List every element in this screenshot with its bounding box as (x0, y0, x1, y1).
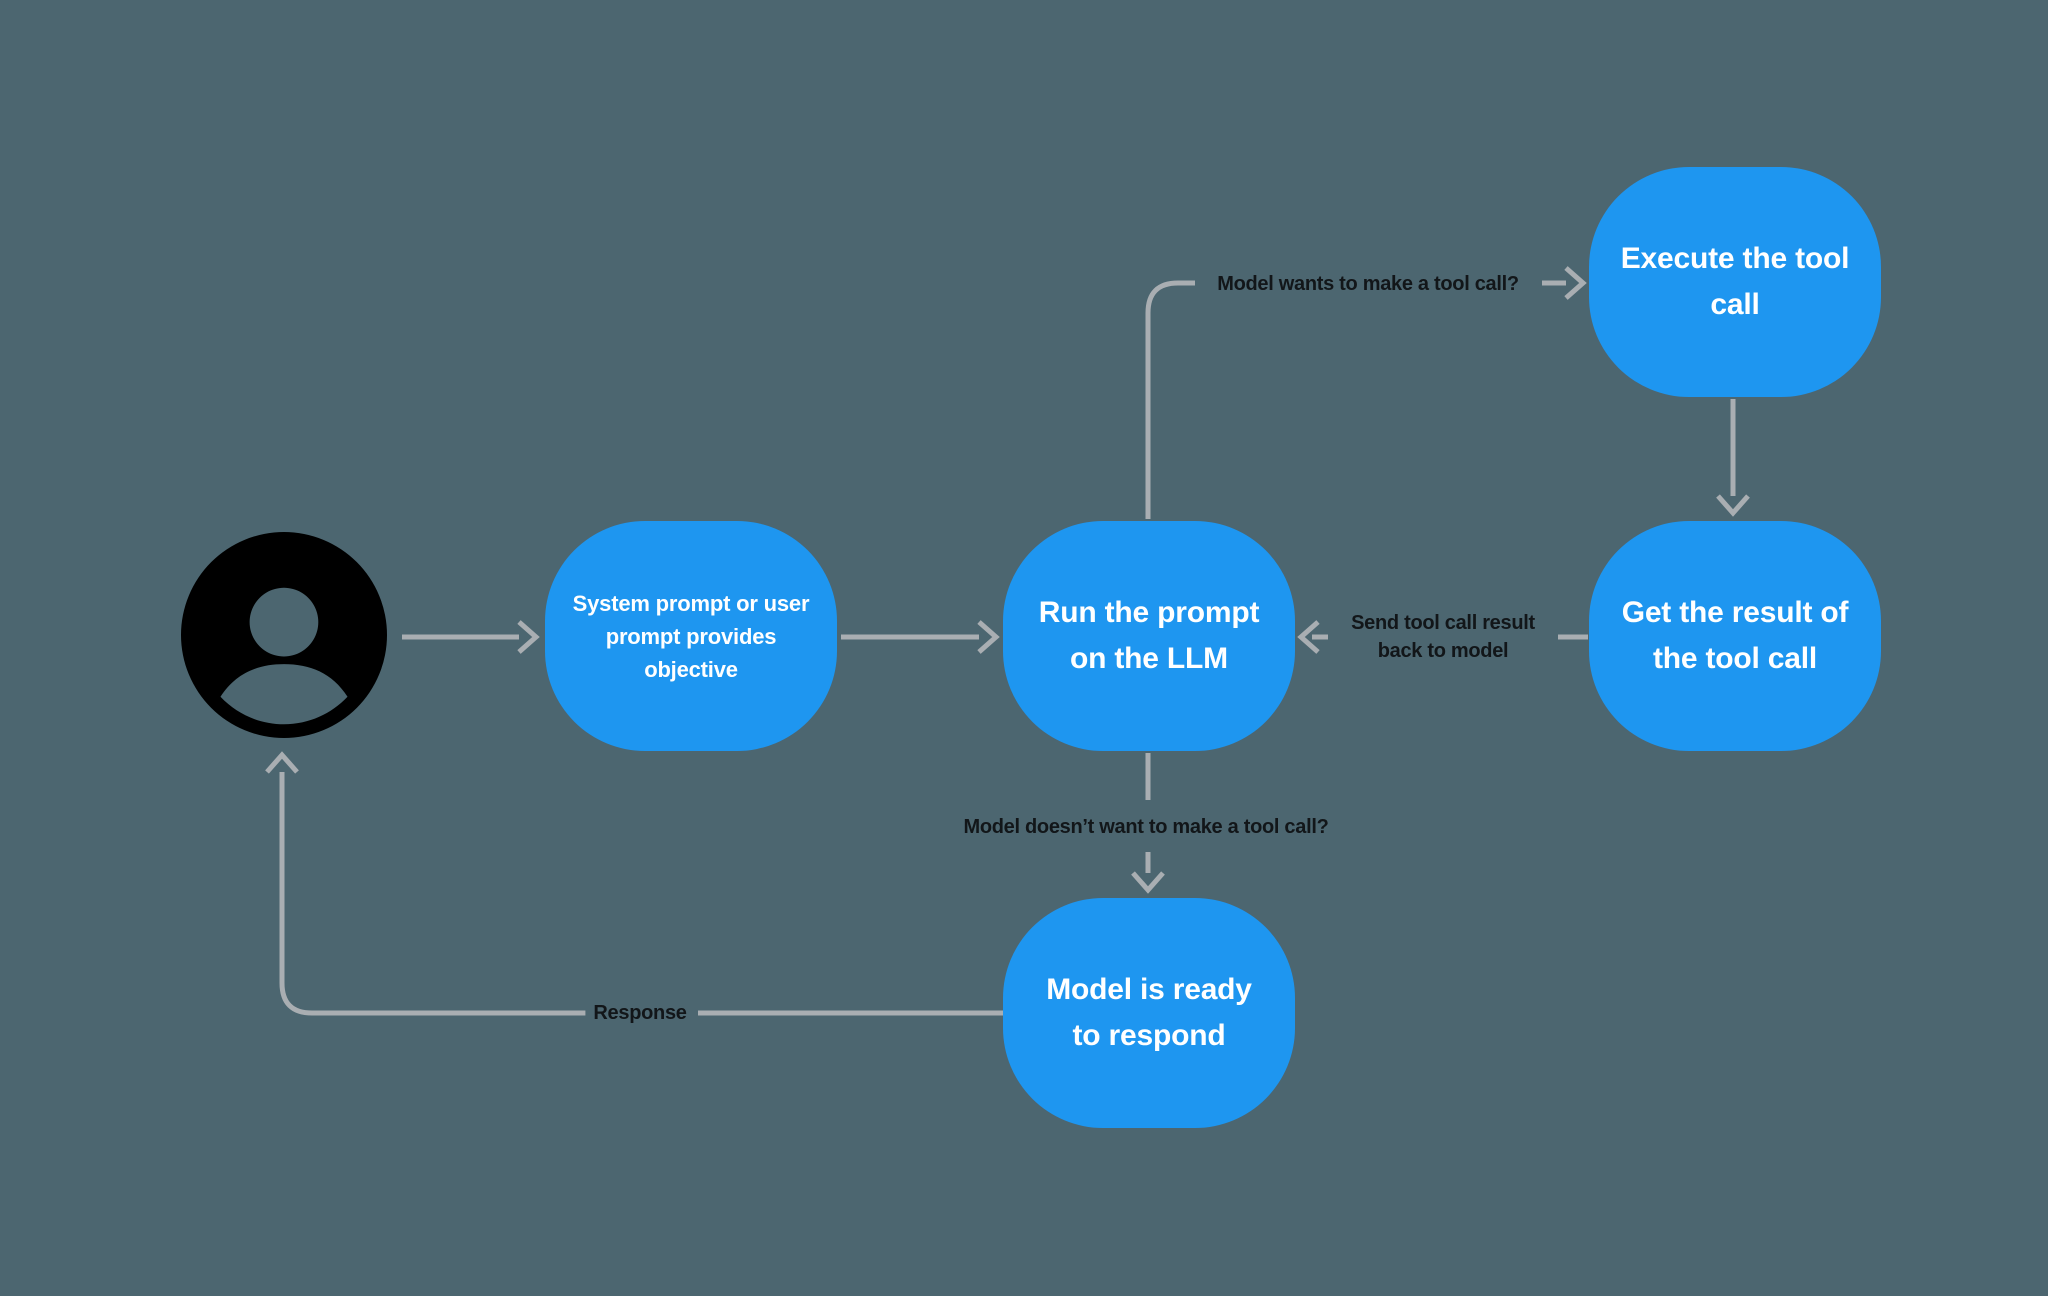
edge-label-response: Response (585, 998, 695, 1028)
node-execute-tool-label: Execute the tool call (1620, 242, 1850, 321)
node-ready-respond-label: Model is ready to respond (1046, 973, 1252, 1052)
edge-label-no-tool-call: Model doesn’t want to make a tool call? (955, 812, 1337, 842)
node-objective-label: System prompt or user prompt provides ob… (572, 590, 810, 682)
node-get-result-label: Get the result of the tool call (1621, 596, 1849, 675)
edge-ready-to-user (265, 751, 1003, 1016)
edge-execute-to-result (1716, 399, 1750, 517)
node-get-result: Get the result of the tool call (1589, 521, 1881, 751)
node-execute-tool: Execute the tool call (1589, 167, 1881, 397)
node-ready-respond: Model is ready to respond (1003, 898, 1295, 1128)
edge-label-wants-tool-call: Model wants to make a tool call? (1209, 269, 1527, 299)
edge-result-to-run (1297, 620, 1588, 654)
edge-run-to-execute (1145, 266, 1587, 519)
edge-run-to-ready (1131, 753, 1165, 894)
node-run-prompt-label: Run the prompt on the LLM (1038, 596, 1260, 675)
edge-objective-to-run (841, 620, 1000, 654)
edge-user-to-objective (402, 620, 540, 654)
user-avatar-icon (181, 532, 387, 738)
node-objective: System prompt or user prompt provides ob… (545, 521, 837, 751)
node-run-prompt: Run the prompt on the LLM (1003, 521, 1295, 751)
edge-label-send-result-back: Send tool call result back to model (1328, 607, 1558, 667)
